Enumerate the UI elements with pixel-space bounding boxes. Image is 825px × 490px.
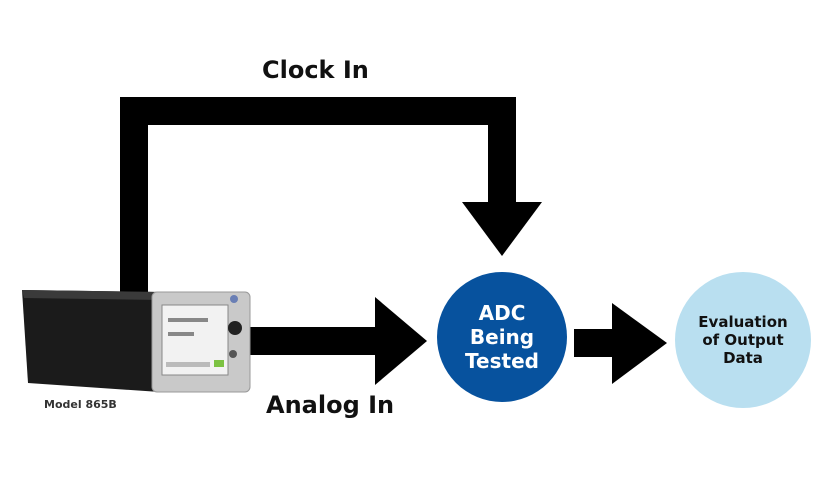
adc-node: ADC Being Tested bbox=[437, 272, 567, 402]
analog-in-label: Analog In bbox=[266, 391, 395, 419]
adc-line-3: Tested bbox=[465, 349, 539, 373]
analog-in-arrow bbox=[248, 297, 427, 385]
adc-line-2: Being bbox=[469, 325, 535, 349]
adc-line-1: ADC bbox=[478, 301, 526, 325]
evaluation-line-1: Evaluation bbox=[698, 313, 788, 331]
clock-in-arrow bbox=[120, 97, 542, 292]
device-model-label: Model 865B bbox=[44, 398, 117, 411]
clock-in-label: Clock In bbox=[262, 56, 369, 84]
evaluation-node: Evaluation of Output Data bbox=[675, 272, 811, 408]
evaluation-line-3: Data bbox=[723, 349, 763, 367]
evaluation-line-2: of Output bbox=[702, 331, 784, 349]
signal-generator-device bbox=[22, 290, 251, 393]
output-arrow bbox=[574, 303, 667, 384]
